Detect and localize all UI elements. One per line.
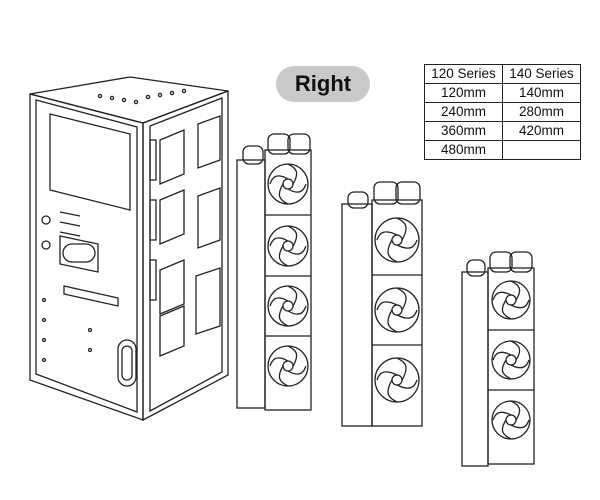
radiator-360mm-3-fan-icon — [461, 251, 535, 467]
table-cell: 140mm — [502, 83, 581, 103]
table-cell: 280mm — [502, 102, 581, 122]
column-header: 120 Series — [424, 64, 503, 84]
radiator-420mm-3-fan-icon — [341, 181, 423, 427]
table-cell — [502, 140, 581, 160]
table-row: 480mm — [424, 140, 581, 160]
pc-case-chassis-icon — [29, 76, 229, 422]
table-cell: 480mm — [424, 140, 503, 160]
table-row: 360mm 420mm — [424, 121, 581, 141]
table-cell: 240mm — [424, 102, 503, 122]
right-side-badge: Right — [276, 66, 370, 102]
table-row: 240mm 280mm — [424, 102, 581, 122]
table-header-row: 120 Series 140 Series — [424, 64, 581, 84]
radiator-480mm-4-fan-icon — [236, 133, 312, 411]
table-row: 120mm 140mm — [424, 83, 581, 103]
table-cell: 360mm — [424, 121, 503, 141]
table-cell: 120mm — [424, 83, 503, 103]
column-header: 140 Series — [502, 64, 581, 84]
table-cell: 420mm — [502, 121, 581, 141]
radiator-support-table: 120 Series 140 Series 120mm 140mm 240mm … — [424, 64, 581, 160]
